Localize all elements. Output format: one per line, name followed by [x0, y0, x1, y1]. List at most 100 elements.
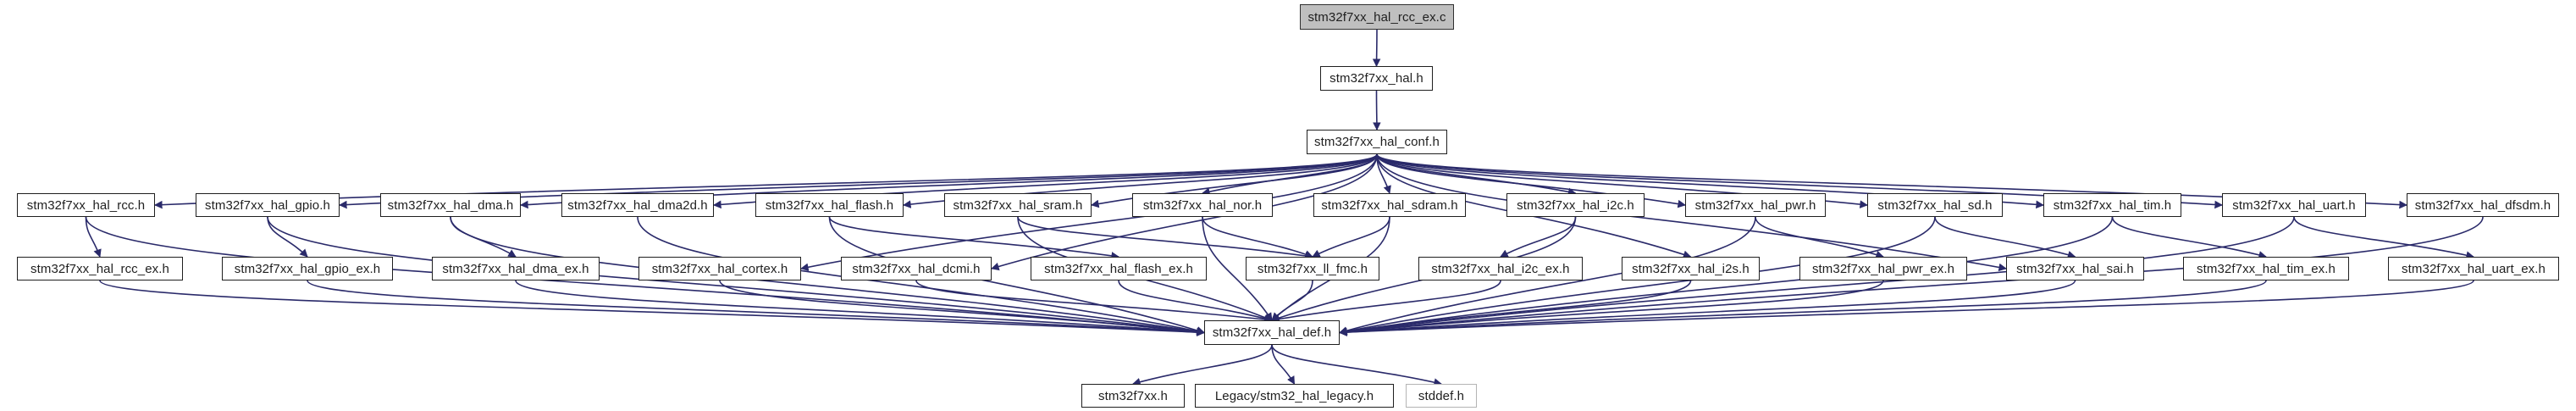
graph-node-tim_ex_h[interactable]: stm32f7xx_hal_tim_ex.h	[2183, 257, 2349, 280]
graph-node-rcc_h[interactable]: stm32f7xx_hal_rcc.h	[17, 193, 155, 217]
graph-edge-uart_h-to-uart_ex_h	[2293, 216, 2474, 259]
graph-edge-tim_ex_h-to-hal_def_h	[1339, 280, 2267, 336]
graph-node-label: stm32f7xx_hal_sai.h	[2016, 261, 2134, 276]
graph-edge-dcmi_h-to-hal_def_h	[915, 280, 1273, 324]
graph-node-label: stm32f7xx_hal_dma_ex.h	[442, 261, 589, 276]
graph-node-sdram_h[interactable]: stm32f7xx_hal_sdram.h	[1313, 193, 1466, 217]
graph-node-label: stm32f7xx_hal_i2c.h	[1517, 197, 1634, 213]
graph-node-i2c_h[interactable]: stm32f7xx_hal_i2c.h	[1506, 193, 1645, 217]
graph-edge-dma_h-to-dma_ex_h	[450, 216, 517, 258]
graph-node-pwr_h[interactable]: stm32f7xx_hal_pwr.h	[1685, 193, 1826, 217]
graph-node-label: stm32f7xx.h	[1098, 388, 1168, 403]
graph-edge-conf_h-to-nor_h	[1202, 153, 1378, 196]
graph-node-pwr_ex_h[interactable]: stm32f7xx_hal_pwr_ex.h	[1799, 257, 1967, 280]
graph-node-uart_h[interactable]: stm32f7xx_hal_uart.h	[2222, 193, 2366, 217]
graph-edge-tim_h-to-tim_ex_h	[2111, 216, 2267, 259]
graph-node-label: stm32f7xx_hal_cortex.h	[651, 261, 788, 276]
graph-node-label: stm32f7xx_hal_tim_ex.h	[2197, 261, 2336, 276]
graph-edge-sdram_h-to-ll_fmc_h	[1312, 216, 1390, 258]
graph-node-dfsdm_h[interactable]: stm32f7xx_hal_dfsdm.h	[2407, 193, 2559, 217]
graph-node-gpio_h[interactable]: stm32f7xx_hal_gpio.h	[196, 193, 340, 217]
graph-node-label: stm32f7xx_hal_def.h	[1212, 325, 1332, 340]
graph-node-label: stm32f7xx_hal_dfsdm.h	[2414, 197, 2551, 213]
graph-node-cortex_h[interactable]: stm32f7xx_hal_cortex.h	[638, 257, 801, 280]
graph-node-ll_fmc_h[interactable]: stm32f7xx_ll_fmc.h	[1246, 257, 1379, 280]
graph-edge-gpio_h-to-gpio_ex_h	[267, 216, 308, 258]
graph-edge-sram_h-to-ll_fmc_h	[1017, 216, 1313, 260]
graph-edge-cortex_h-to-hal_def_h	[719, 280, 1205, 336]
graph-edge-flash_ex_h-to-hal_def_h	[1118, 280, 1273, 323]
graph-node-label: stm32f7xx_hal_nor.h	[1142, 197, 1263, 213]
graph-node-gpio_ex_h[interactable]: stm32f7xx_hal_gpio_ex.h	[222, 257, 393, 280]
graph-node-i2s_h[interactable]: stm32f7xx_hal_i2s.h	[1622, 257, 1760, 280]
graph-node-rcc_ex_h[interactable]: stm32f7xx_hal_rcc_ex.h	[17, 257, 183, 280]
graph-edge-ll_fmc_h-to-hal_def_h	[1271, 280, 1313, 321]
graph-edge-uart_ex_h-to-hal_def_h	[1339, 280, 2474, 336]
graph-node-dma_h[interactable]: stm32f7xx_hal_dma.h	[380, 193, 521, 217]
graph-edge-rcc_ex_c-to-hal_h	[1372, 29, 1381, 67]
graph-edge-conf_h-to-i2c_h	[1376, 153, 1577, 197]
graph-node-label: stm32f7xx_hal.h	[1329, 71, 1423, 86]
graph-node-flash_h[interactable]: stm32f7xx_hal_flash.h	[755, 193, 904, 217]
graph-edge-i2s_h-to-hal_def_h	[1339, 280, 1692, 336]
graph-node-flash_ex_h[interactable]: stm32f7xx_hal_flash_ex.h	[1031, 257, 1207, 280]
graph-node-sai_h[interactable]: stm32f7xx_hal_sai.h	[2006, 257, 2144, 280]
graph-node-label: stm32f7xx_hal_gpio.h	[205, 197, 330, 213]
graph-node-label: stm32f7xx_hal_rcc.h	[26, 197, 146, 213]
graph-node-i2c_ex_h[interactable]: stm32f7xx_hal_i2c_ex.h	[1418, 257, 1583, 280]
graph-node-uart_ex_h[interactable]: stm32f7xx_hal_uart_ex.h	[2388, 257, 2559, 280]
graph-node-label: stm32f7xx_hal_dma2d.h	[567, 197, 708, 213]
graph-node-label: stm32f7xx_hal_sram.h	[953, 197, 1083, 213]
graph-node-label: stm32f7xx_hal_conf.h	[1314, 135, 1440, 149]
graph-node-label: stm32f7xx_hal_uart.h	[2232, 197, 2356, 213]
graph-node-conf_h[interactable]: stm32f7xx_hal_conf.h	[1307, 130, 1447, 154]
graph-node-label: stm32f7xx_hal_flash.h	[765, 197, 894, 213]
graph-edge-gpio_ex_h-to-hal_def_h	[307, 280, 1205, 336]
graph-edge-i2c_h-to-i2c_ex_h	[1500, 216, 1577, 258]
graph-node-label: stm32f7xx_hal_dcmi.h	[852, 261, 981, 276]
graph-node-dma2d_h[interactable]: stm32f7xx_hal_dma2d.h	[561, 193, 714, 217]
graph-node-sd_h[interactable]: stm32f7xx_hal_sd.h	[1867, 193, 2003, 217]
graph-node-label: stm32f7xx_hal_i2s.h	[1632, 261, 1750, 276]
graph-edge-rcc_ex_h-to-hal_def_h	[99, 280, 1205, 336]
graph-node-label: stm32f7xx_hal_flash_ex.h	[1044, 261, 1193, 276]
graph-node-dma_ex_h[interactable]: stm32f7xx_hal_dma_ex.h	[432, 257, 600, 280]
graph-edge-pwr_ex_h-to-hal_def_h	[1339, 280, 1884, 336]
graph-node-stm32f7xx_h[interactable]: stm32f7xx.h	[1081, 384, 1185, 408]
graph-node-stddef_h[interactable]: stddef.h	[1406, 384, 1477, 408]
graph-node-label: stm32f7xx_hal_pwr_ex.h	[1811, 261, 1955, 276]
graph-edge-conf_h-to-sdram_h	[1376, 153, 1391, 194]
graph-edge-nor_h-to-ll_fmc_h	[1202, 216, 1313, 258]
graph-edge-hal_def_h-to-legacy_h	[1271, 344, 1296, 385]
graph-edge-dma_ex_h-to-hal_def_h	[515, 280, 1205, 336]
graph-node-dcmi_h[interactable]: stm32f7xx_hal_dcmi.h	[841, 257, 992, 280]
graph-node-label: stddef.h	[1418, 388, 1465, 403]
graph-node-sram_h[interactable]: stm32f7xx_hal_sram.h	[944, 193, 1092, 217]
graph-edge-sai_h-to-hal_def_h	[1339, 280, 2076, 336]
graph-node-tim_h[interactable]: stm32f7xx_hal_tim.h	[2043, 193, 2181, 217]
graph-node-label: stm32f7xx_hal_uart_ex.h	[2402, 261, 2546, 276]
graph-node-label: stm32f7xx_hal_i2c_ex.h	[1431, 261, 1570, 276]
graph-node-label: stm32f7xx_hal_rcc_ex.c	[1307, 9, 1446, 25]
graph-node-rcc_ex_c[interactable]: stm32f7xx_hal_rcc_ex.c	[1300, 4, 1454, 30]
graph-node-label: stm32f7xx_hal_rcc_ex.h	[30, 261, 169, 276]
graph-node-label: stm32f7xx_hal_sd.h	[1877, 197, 1993, 213]
graph-edge-hal_def_h-to-stm32f7xx_h	[1132, 344, 1273, 386]
graph-node-label: stm32f7xx_ll_fmc.h	[1257, 261, 1368, 276]
graph-node-label: stm32f7xx_hal_sdram.h	[1321, 197, 1458, 213]
graph-edge-hal_def_h-to-stddef_h	[1271, 344, 1442, 386]
graph-node-label: stm32f7xx_hal_tim.h	[2053, 197, 2172, 213]
graph-node-legacy_h[interactable]: Legacy/stm32_hal_legacy.h	[1195, 384, 1394, 408]
graph-node-label: stm32f7xx_hal_pwr.h	[1694, 197, 1816, 213]
graph-node-hal_def_h[interactable]: stm32f7xx_hal_def.h	[1204, 320, 1340, 345]
graph-edge-rcc_h-to-rcc_ex_h	[85, 216, 102, 258]
graph-node-nor_h[interactable]: stm32f7xx_hal_nor.h	[1132, 193, 1273, 217]
graph-node-label: Legacy/stm32_hal_legacy.h	[1214, 388, 1374, 403]
graph-node-label: stm32f7xx_hal_gpio_ex.h	[234, 261, 381, 276]
graph-edge-flash_h-to-flash_ex_h	[828, 216, 1119, 260]
graph-edge-pwr_h-to-pwr_ex_h	[1755, 216, 1884, 259]
graph-node-label: stm32f7xx_hal_dma.h	[387, 197, 514, 213]
graph-node-hal_h[interactable]: stm32f7xx_hal.h	[1320, 66, 1433, 91]
graph-edge-sd_h-to-sai_h	[1934, 216, 2076, 259]
